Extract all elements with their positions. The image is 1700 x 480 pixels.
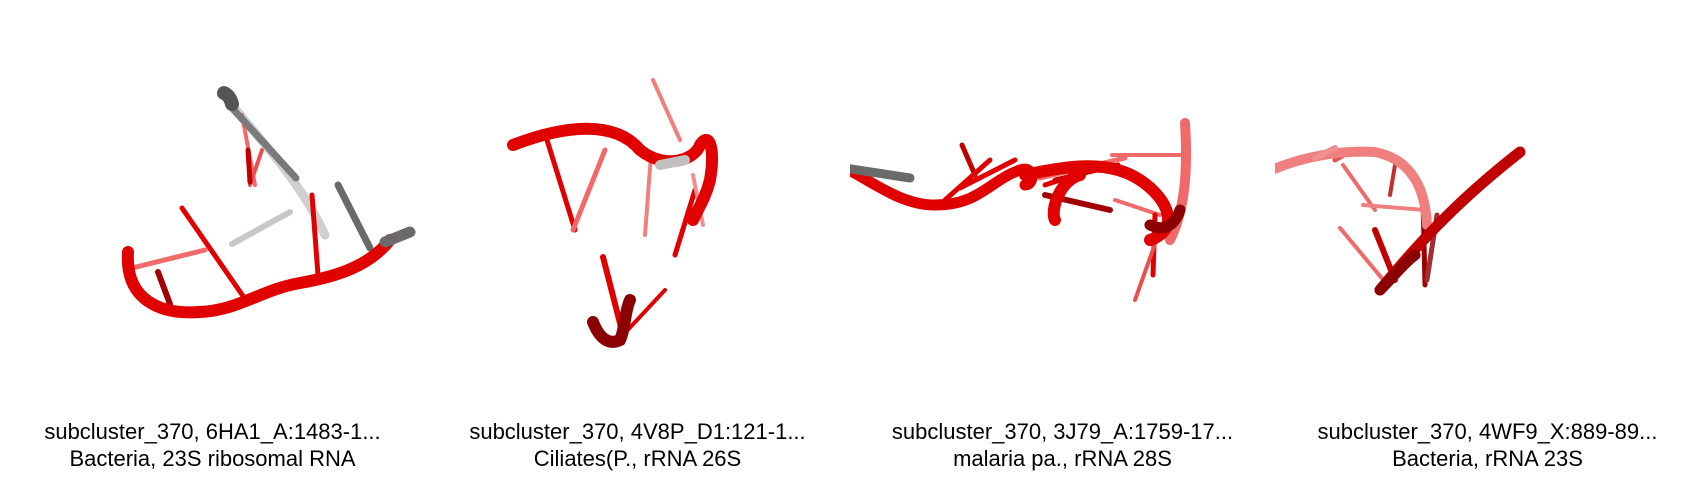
panel-subtitle: malaria pa., rRNA 28S bbox=[953, 446, 1172, 471]
structure-panel-4: subcluster_370, 4WF9_X:889-89... Bacteri… bbox=[1275, 0, 1700, 480]
panel-title: subcluster_370, 4WF9_X:889-89... bbox=[1317, 419, 1658, 444]
rna-structure-render-1 bbox=[121, 86, 416, 319]
panel-subtitle: Bacteria, 23S ribosomal RNA bbox=[69, 446, 356, 471]
rna-structure-render-4 bbox=[1275, 145, 1526, 296]
panel-title: subcluster_370, 6HA1_A:1483-1... bbox=[44, 419, 381, 444]
structure-panel-1: subcluster_370, 6HA1_A:1483-1... Bacteri… bbox=[0, 0, 425, 480]
rna-structure-render-2 bbox=[507, 78, 718, 348]
panel-caption: subcluster_370, 4V8P_D1:121-1... Ciliate… bbox=[425, 418, 850, 472]
structure-panel-3: subcluster_370, 3J79_A:1759-17... malari… bbox=[850, 0, 1275, 480]
panel-caption: subcluster_370, 3J79_A:1759-17... malari… bbox=[850, 418, 1275, 472]
panel-title: subcluster_370, 3J79_A:1759-17... bbox=[891, 419, 1234, 444]
panel-caption: subcluster_370, 6HA1_A:1483-1... Bacteri… bbox=[0, 418, 425, 472]
panel-subtitle: Bacteria, rRNA 23S bbox=[1392, 446, 1583, 471]
panel-subtitle: Ciliates(P., rRNA 26S bbox=[533, 446, 742, 471]
rna-structure-render-3 bbox=[850, 118, 1192, 302]
panel-title: subcluster_370, 4V8P_D1:121-1... bbox=[469, 419, 806, 444]
structure-panel-2: subcluster_370, 4V8P_D1:121-1... Ciliate… bbox=[425, 0, 850, 480]
panel-caption: subcluster_370, 4WF9_X:889-89... Bacteri… bbox=[1275, 418, 1700, 472]
